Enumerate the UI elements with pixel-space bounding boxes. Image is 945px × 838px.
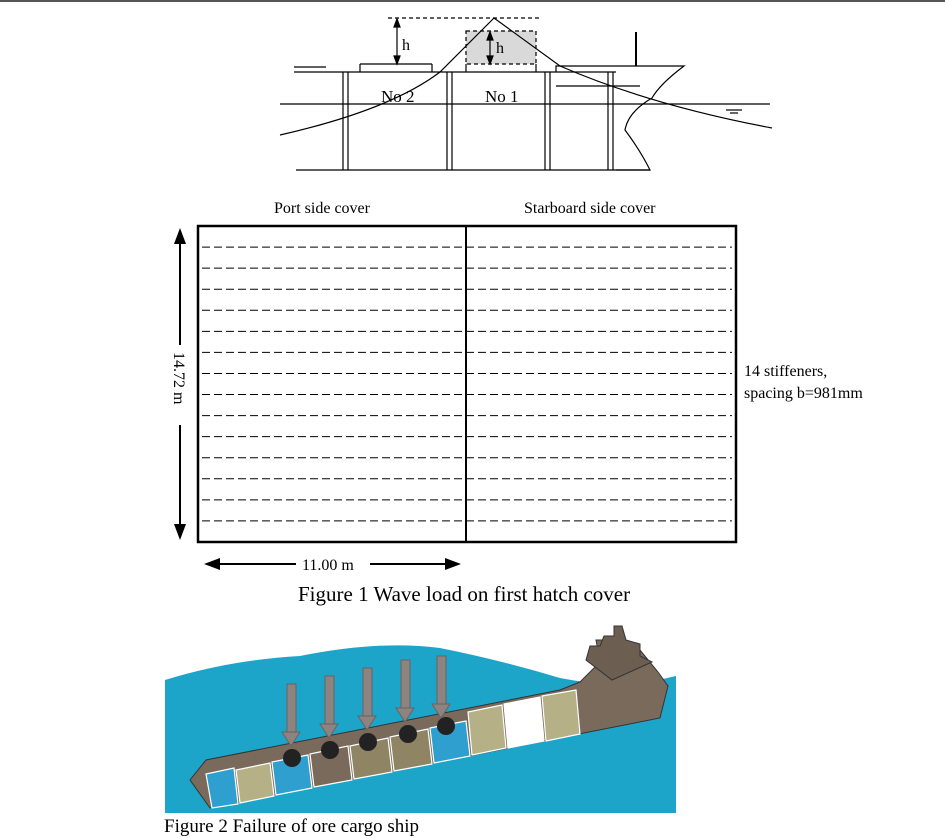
arrowhead-down-icon xyxy=(319,723,339,739)
figure-2-caption: Figure 2 Failure of ore cargo ship xyxy=(164,816,420,837)
width-dimension xyxy=(204,558,461,570)
figure-1-caption: Figure 1 Wave load on first hatch cover xyxy=(298,582,631,606)
hatch-damage-icon xyxy=(283,749,301,767)
cargo-hold xyxy=(235,762,275,804)
wave-load-arrow xyxy=(286,683,297,735)
hatch-cover-plan xyxy=(196,224,738,544)
ship-superstructure xyxy=(585,625,654,681)
height-label-1: h xyxy=(402,37,410,54)
arrowhead-up-icon xyxy=(393,17,401,28)
arrowhead-up-icon xyxy=(174,228,186,244)
arrowhead-down-icon xyxy=(357,715,377,731)
hatch-damage-icon xyxy=(359,733,377,751)
arrowhead-down-icon xyxy=(431,703,451,719)
stiffener-count-label: 14 stiffeners, xyxy=(744,363,827,380)
hold-no1-label: No 1 xyxy=(485,87,519,106)
wave-profile-line xyxy=(279,17,773,136)
stiffener-lines xyxy=(202,246,732,522)
hatch-damage-icon xyxy=(437,717,455,735)
cargo-hold xyxy=(541,689,581,742)
sinking-ship-illustration xyxy=(165,625,676,813)
wave-load-arrow xyxy=(324,675,335,727)
width-dimension-label: 11.00 m xyxy=(302,557,354,574)
stiffener-spacing-label: spacing b=981mm xyxy=(744,385,863,402)
cargo-hold xyxy=(503,696,545,749)
wave-load-arrow xyxy=(362,667,373,719)
hold-no2-label: No 2 xyxy=(381,87,415,106)
arrowhead-left-icon xyxy=(204,558,220,570)
height-label-2: h xyxy=(496,40,504,57)
hatch-damage-icon xyxy=(321,741,339,759)
arrowhead-down-icon xyxy=(393,55,401,66)
ship-profile xyxy=(279,17,773,171)
height-dimension xyxy=(174,228,186,540)
arrowhead-down-icon xyxy=(486,55,494,66)
wave-load-arrow xyxy=(400,659,411,711)
arrowhead-right-icon xyxy=(445,558,461,570)
arrowhead-down-icon xyxy=(281,731,301,747)
flooded-hold xyxy=(205,767,239,809)
height-dimension-label: 14.72 m xyxy=(170,352,187,405)
wave-load-arrow xyxy=(436,655,447,707)
hatch-damage-icon xyxy=(399,725,417,743)
bow-outline xyxy=(555,65,686,171)
starboard-side-label: Starboard side cover xyxy=(524,200,656,217)
arrowhead-up-icon xyxy=(486,30,494,41)
arrowhead-down-icon xyxy=(395,707,415,723)
arrowhead-down-icon xyxy=(174,524,186,540)
port-side-label: Port side cover xyxy=(274,200,371,217)
wave-load-box xyxy=(465,30,537,65)
cargo-hold xyxy=(467,704,507,756)
